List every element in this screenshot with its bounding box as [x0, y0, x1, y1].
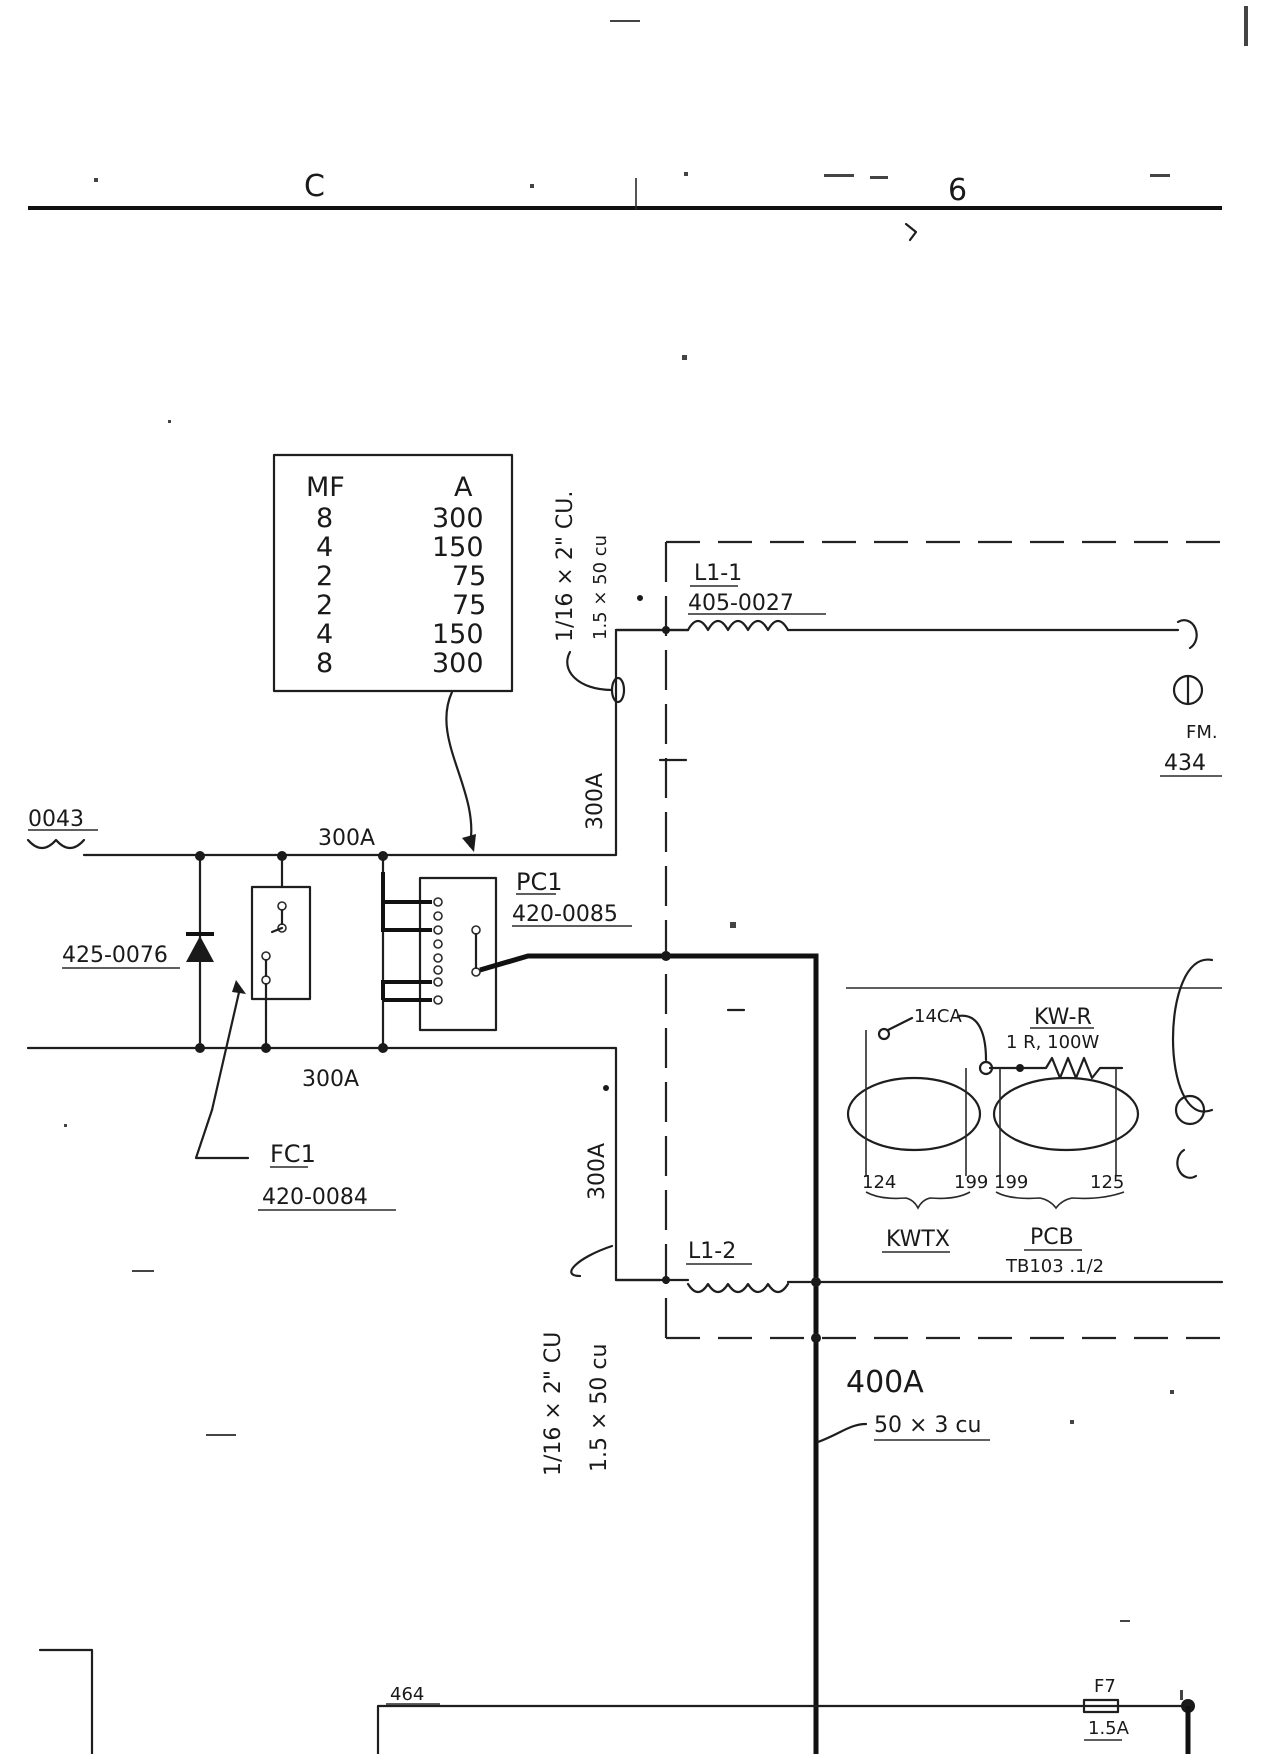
table-rows: 8 300 4 150 2 75 2 75 4 150 8 300 [316, 503, 486, 679]
fc1-label: FC1 [270, 1140, 316, 1168]
kw-metering: 14CA KW-R 1 R, 100W 124 199 199 125 KWTX… [846, 958, 1222, 1277]
main-busbar: 400A 50 × 3 cu [661, 951, 990, 1444]
vertical-current-labels: 300A 300A [583, 773, 610, 1200]
table-cell: 2 [316, 590, 333, 621]
pc1-part-label: 420-0085 [512, 902, 618, 927]
busbar-top-note: 1/16 × 2" CU. 1.5 × 50 cu [553, 491, 643, 704]
pcb-label: PCB [1030, 1225, 1074, 1250]
table-cell: 300 [432, 648, 484, 679]
table-cell: 8 [316, 648, 333, 679]
fuse-label: F7 [1094, 1676, 1116, 1697]
wire-464-label: 464 [390, 1684, 424, 1705]
inductor-0043: 0043 [26, 807, 98, 850]
part-0043-label: 0043 [28, 807, 84, 832]
pc1-label: PC1 [516, 868, 563, 896]
table-cell: 2 [316, 561, 333, 592]
kwr-value: 1 R, 100W [1006, 1032, 1099, 1053]
zone-mark-right: 6 [948, 173, 967, 208]
fc1-part-label: 420-0084 [262, 1185, 368, 1210]
bottom-section: 464 F7 1.5A [38, 1648, 1195, 1754]
l1-1-part-label: 405-0027 [688, 591, 794, 616]
diode-425-0076: 425-0076 [62, 932, 214, 969]
tb-199a: 199 [954, 1172, 988, 1193]
inductor-l1-1: L1-1 405-0027 [614, 561, 1204, 706]
fc1-fuse-carrier: FC1 420-0084 [194, 885, 396, 1211]
busbar-bottom-line2: 1.5 × 50 cu [587, 1344, 612, 1472]
table-cell: 75 [452, 561, 486, 592]
busbar-bottom-line1: 1/16 × 2" CU [541, 1332, 566, 1476]
current-top-vertical: 300A [583, 773, 608, 830]
table-cell: 300 [432, 503, 484, 534]
pc1-contacts [433, 897, 481, 1005]
capacitor-table: MF A 8 300 4 150 2 75 2 75 4 150 8 300 [272, 453, 514, 852]
tb-125: 125 [1090, 1172, 1124, 1193]
diode-part-label: 425-0076 [62, 943, 168, 968]
table-header-mf: MF [306, 472, 345, 503]
fuse-rating: 1.5A [1088, 1718, 1130, 1739]
scan-specks [64, 420, 1174, 1622]
busbar-top-line1: 1/16 × 2" CU. [553, 491, 578, 642]
fm-label: FM. [1186, 722, 1218, 743]
main-current-label: 400A [846, 1365, 924, 1400]
zone-mark-left: C [304, 169, 325, 204]
ct-label: 14CA [914, 1006, 962, 1027]
current-bottom-label: 300A [302, 1067, 359, 1092]
inductor-l1-2: L1-2 [614, 1239, 1224, 1294]
table-cell: 75 [452, 590, 486, 621]
fm-number: 434 [1164, 751, 1206, 776]
table-cell: 4 [316, 532, 333, 563]
l1-2-label: L1-2 [688, 1239, 736, 1264]
table-cell: 150 [432, 619, 484, 650]
table-cell: 150 [432, 532, 484, 563]
table-header-a: A [454, 472, 473, 503]
pc1-switch: PC1 420-0085 [381, 868, 819, 1754]
busbar-top-line2: 1.5 × 50 cu [590, 535, 611, 640]
dashed-enclosure [658, 540, 1222, 1340]
kwtx-label: KWTX [886, 1227, 950, 1252]
busbar-bottom-note: 1/16 × 2" CU 1.5 × 50 cu [541, 1085, 614, 1476]
tb-199b: 199 [994, 1172, 1028, 1193]
fm-terminal: FM. 434 [1160, 722, 1222, 777]
current-top-label: 300A [318, 826, 375, 851]
current-bottom-vertical: 300A [585, 1143, 610, 1200]
tb-124: 124 [862, 1172, 896, 1193]
l1-1-label: L1-1 [694, 561, 742, 586]
main-busbar-label: 50 × 3 cu [874, 1413, 981, 1438]
table-cell: 8 [316, 503, 333, 534]
pcb-tb-label: TB103 .1/2 [1005, 1256, 1104, 1277]
kwr-label: KW-R [1034, 1005, 1092, 1030]
top-border: C 6 [28, 6, 1248, 360]
table-cell: 4 [316, 619, 333, 650]
